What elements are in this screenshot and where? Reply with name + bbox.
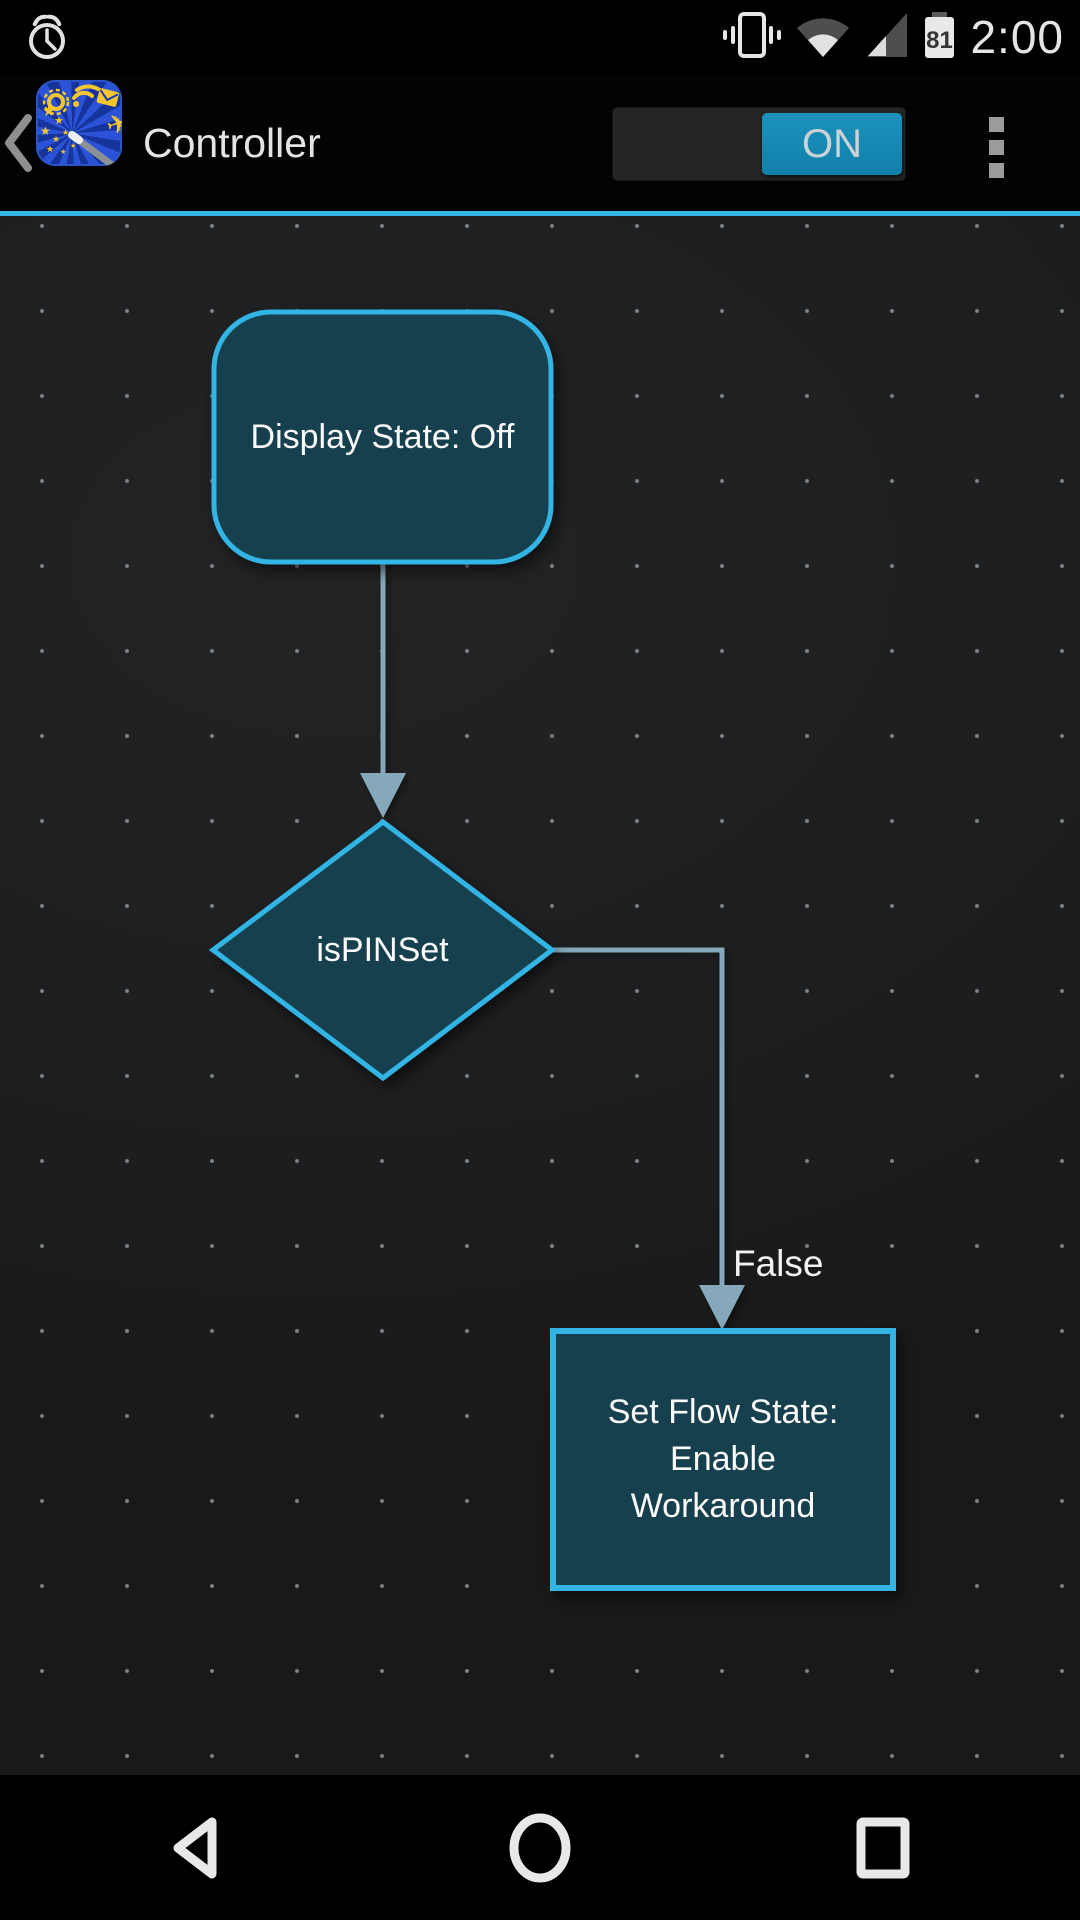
edge-label-false: False [733, 1243, 824, 1284]
node-ispinset-condition[interactable] [208, 818, 557, 1082]
arrowhead-down-icon [360, 773, 406, 818]
svg-text:★: ★ [52, 134, 60, 144]
battery-percent: 81 [927, 27, 954, 54]
svg-text:★: ★ [40, 124, 51, 138]
svg-text:★: ★ [42, 103, 55, 120]
edge-node1-to-condition [360, 562, 406, 818]
app-bar: ✈ ★ ★ ★ ★ ★ ★ ★ ★ Controller ON [0, 75, 1080, 211]
flowchart-shapes [208, 309, 896, 1591]
accent-divider [0, 211, 1080, 216]
svg-text:✈: ✈ [102, 106, 122, 141]
svg-text:★: ★ [54, 115, 64, 127]
home-icon[interactable] [480, 1775, 600, 1920]
node-set-flow-state[interactable] [550, 1328, 896, 1591]
node-display-state-off[interactable] [211, 309, 554, 565]
overflow-menu-icon[interactable] [989, 117, 1004, 178]
svg-text:★: ★ [60, 148, 66, 156]
flow-enabled-toggle[interactable]: ON [613, 108, 905, 180]
cell-signal-icon [865, 11, 909, 64]
back-icon[interactable] [137, 1775, 257, 1920]
page-title: Controller [143, 119, 321, 166]
back-chevron-icon[interactable] [2, 113, 34, 178]
toggle-on-thumb[interactable]: ON [762, 113, 902, 175]
flowchart-canvas[interactable]: Display State: Off isPINSet Set Flow Sta… [0, 216, 1080, 1775]
edge-condition-false-to-node2 [552, 947, 745, 1330]
svg-text:★: ★ [46, 144, 54, 154]
svg-text:★: ★ [70, 142, 76, 150]
svg-text:★: ★ [62, 128, 69, 137]
battery-icon: 81 [923, 10, 956, 65]
recents-icon[interactable] [823, 1775, 943, 1920]
wifi-icon [795, 11, 851, 64]
vibrate-icon [723, 10, 782, 65]
app-icon: ✈ ★ ★ ★ ★ ★ ★ ★ ★ [36, 80, 122, 166]
clock-text: 2:00 [970, 11, 1064, 63]
status-bar: 81 2:00 [0, 0, 1080, 75]
arrowhead-down-icon [699, 1285, 745, 1330]
navigation-bar [0, 1775, 1080, 1920]
alarm-icon [22, 12, 72, 69]
